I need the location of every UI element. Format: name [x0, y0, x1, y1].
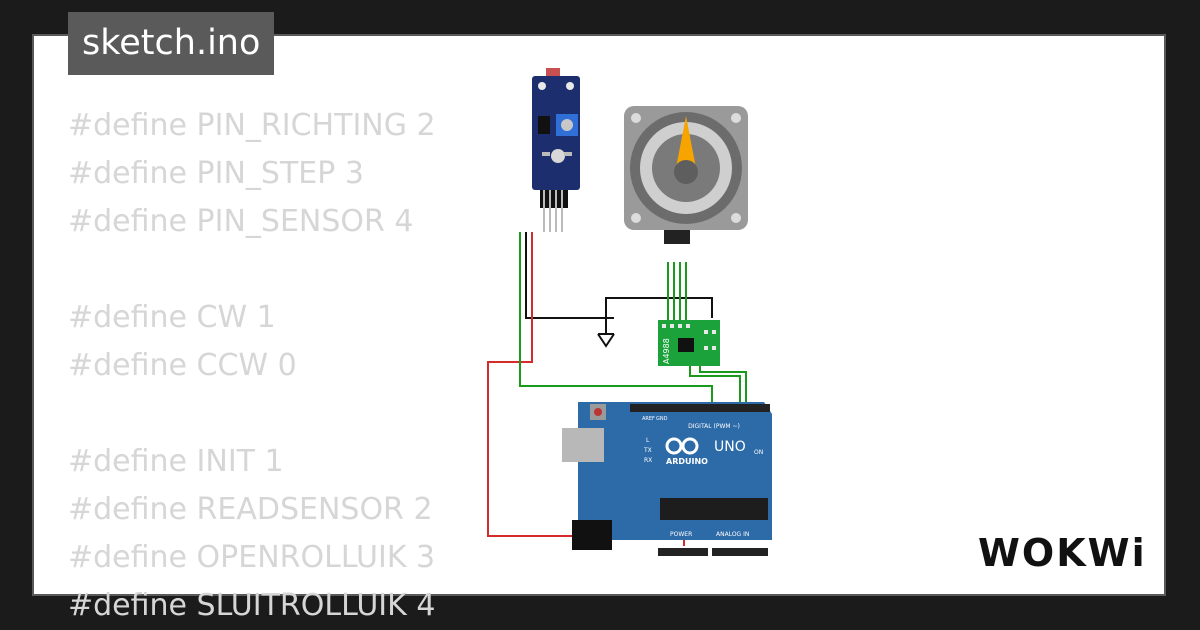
wire-green-step — [689, 364, 741, 404]
code-line: #define SLUITROLLUIK 4 — [68, 588, 436, 623]
circuit-diagram: A4988 DIGITAL (PWM ~) AREF GND L TX RX O… — [487, 68, 772, 556]
code-line: #define PIN_SENSOR 4 — [68, 204, 414, 239]
code-line: #define PIN_RICHTING 2 — [68, 108, 436, 143]
stepper-motor[interactable] — [624, 106, 748, 244]
driver-label: A4988 — [662, 338, 671, 364]
a4988-driver[interactable]: A4988 — [658, 320, 720, 366]
microcontroller-chip — [660, 498, 768, 520]
arduino-brand: ARDUINO — [666, 457, 708, 466]
code-line: #define CCW 0 — [68, 348, 297, 383]
code-line — [68, 390, 436, 438]
label-l: L — [646, 437, 650, 444]
wire-black-ground-driver — [605, 297, 713, 318]
code-line: #define PIN_STEP 3 — [68, 156, 364, 191]
code-preview: #define PIN_RICHTING 2 #define PIN_STEP 3… — [68, 102, 436, 630]
wire-green-dir — [699, 364, 747, 404]
wokwi-logo: WOKWi — [978, 531, 1147, 575]
wire-black-ground — [525, 232, 614, 319]
code-line: #define OPENROLLUIK 3 — [68, 540, 436, 575]
code-line: #define CW 1 — [68, 300, 276, 335]
wire-green-sensor — [519, 232, 713, 404]
arduino-uno-label: UNO — [714, 439, 746, 455]
digital-header-label: DIGITAL (PWM ~) — [688, 423, 740, 430]
label-gnd: GND — [656, 416, 668, 422]
label-tx: TX — [643, 447, 652, 454]
label-rx: RX — [644, 457, 652, 464]
label-aref: AREF — [642, 416, 655, 422]
wires — [487, 232, 747, 546]
ground-symbol — [597, 333, 615, 348]
file-name-tag: sketch.ino — [68, 12, 275, 75]
arduino-uno[interactable]: DIGITAL (PWM ~) AREF GND L TX RX ON ARDU… — [562, 402, 772, 556]
power-jack — [572, 520, 612, 550]
code-line: #define READSENSOR 2 — [68, 492, 433, 527]
power-header — [658, 548, 708, 556]
power-header-label: POWER — [670, 531, 692, 538]
wokwi-logo-text: WOKWi — [978, 531, 1147, 575]
usb-port — [562, 428, 604, 462]
stepper-needle — [676, 116, 696, 168]
arduino-logo-icon — [665, 437, 699, 455]
light-sensor-module[interactable] — [532, 68, 580, 232]
digital-header — [630, 404, 770, 412]
code-line — [68, 246, 436, 294]
analog-header — [712, 548, 768, 556]
label-on: ON — [754, 449, 763, 456]
preview-card: #define PIN_RICHTING 2 #define PIN_STEP 3… — [32, 34, 1166, 623]
analog-header-label: ANALOG IN — [716, 531, 749, 538]
code-line: #define INIT 1 — [68, 444, 284, 479]
